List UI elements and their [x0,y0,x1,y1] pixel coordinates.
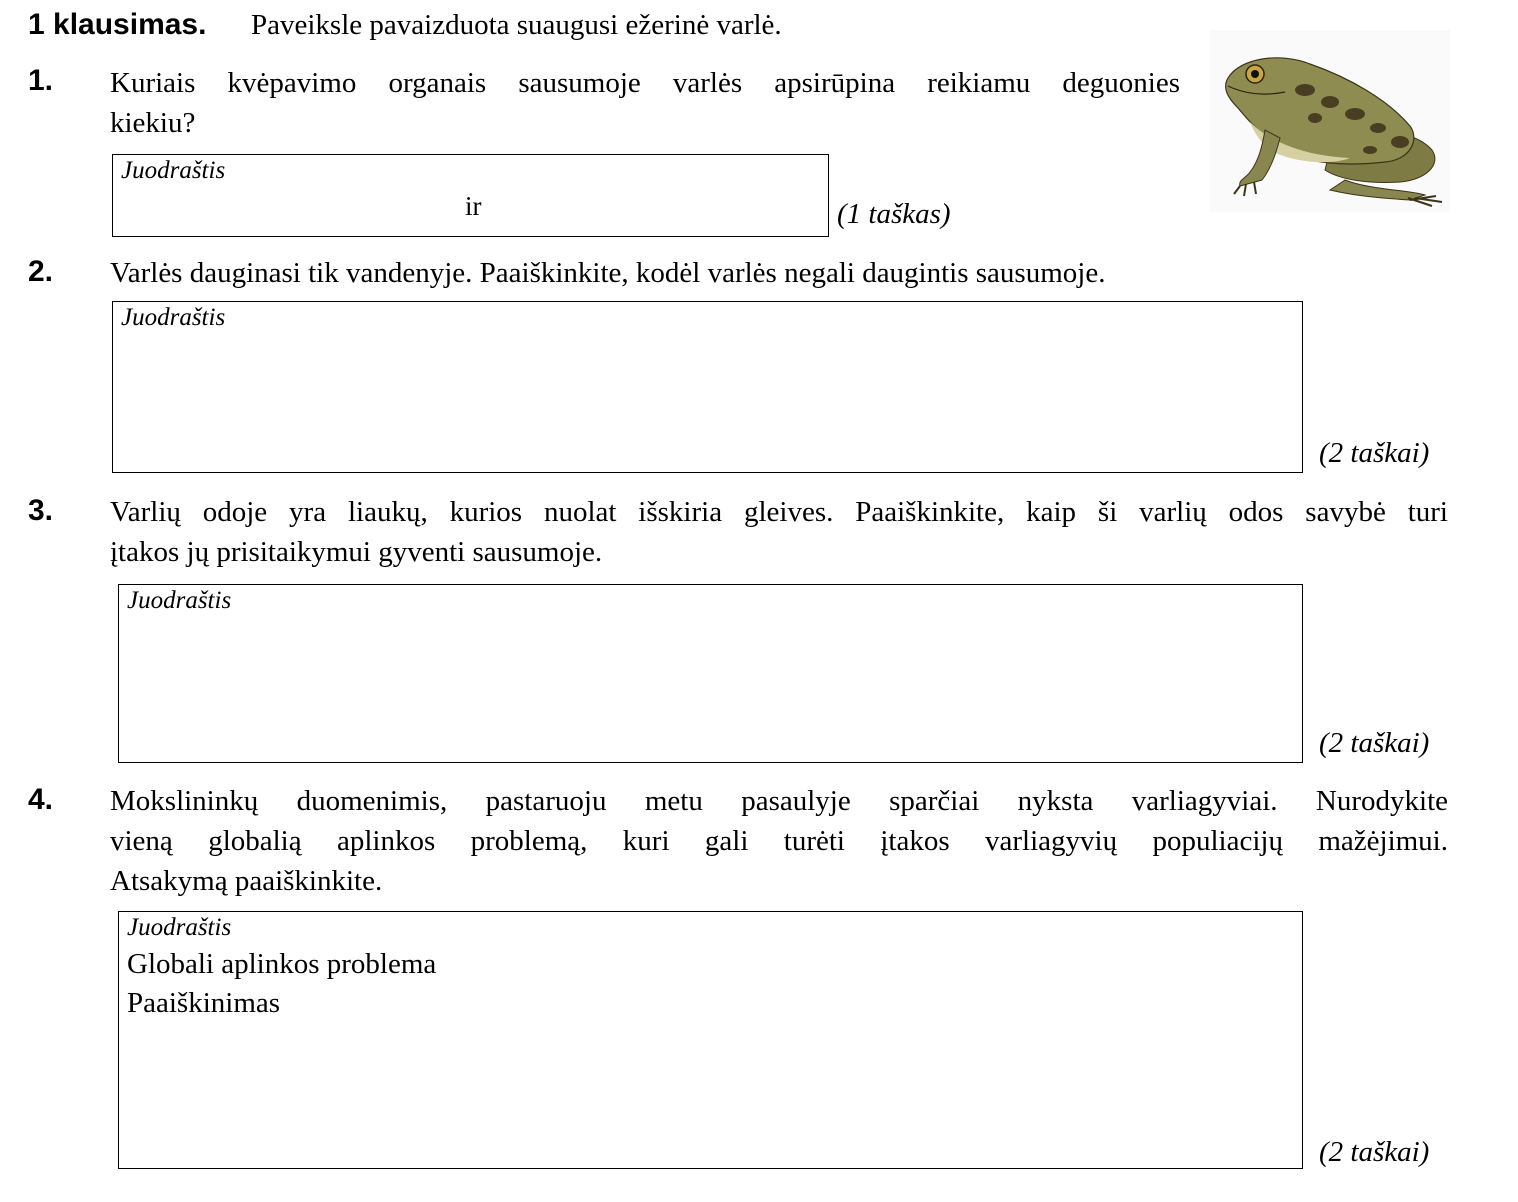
draft-label: Juodraštis [127,914,232,941]
points-label-1: (1 taškas) [837,198,951,230]
points-label-2: (2 taškai) [1319,437,1430,469]
question-3-line-1: Varlių odoje yra liaukų, kurios nuolat i… [110,496,1448,528]
question-number-4: 4. [28,783,54,816]
answer-box-1[interactable]: Juodraštis ir [112,154,829,237]
question-1-text: Kuriais kvėpavimo organais sausumoje var… [110,63,1180,143]
answer-box-3[interactable]: Juodraštis [118,584,1303,763]
field-label-explanation: Paaiškinimas [127,987,281,1019]
question-number-3: 3. [28,494,54,527]
draft-label: Juodraštis [127,587,232,614]
frog-image [1210,30,1450,212]
connector-text: ir [465,191,482,221]
question-intro: Paveiksle pavaizduota suaugusi ežerinė v… [251,9,782,41]
question-3-line-2: įtakos jų prisitaikymui gyventi sausumoj… [110,536,603,568]
question-4-line-2: vieną globalią aplinkos problemą, kuri g… [110,825,1448,857]
points-label-4: (2 taškai) [1319,1136,1430,1168]
question-title: 1 klausimas. [28,8,207,41]
question-number-2: 2. [28,255,54,288]
question-1-line-1: Kuriais kvėpavimo organais sausumoje var… [110,67,1180,99]
question-2-text: Varlės dauginasi tik vandenyje. Paaiškin… [110,257,1106,289]
question-4-line-3: Atsakymą paaiškinkite. [110,865,383,897]
question-number-1: 1. [28,64,54,97]
question-4-text: Mokslininkų duomenimis, pastaruoju metu … [110,781,1448,901]
question-1-line-2: kiekiu? [110,107,196,139]
question-4-line-1: Mokslininkų duomenimis, pastaruoju metu … [110,785,1448,817]
draft-label: Juodraštis [121,157,226,184]
field-label-problem: Globali aplinkos problema [127,948,437,980]
points-label-3: (2 taškai) [1319,727,1430,759]
question-3-text: Varlių odoje yra liaukų, kurios nuolat i… [110,492,1448,572]
frog-icon [1210,30,1450,212]
answer-box-4[interactable]: Juodraštis Globali aplinkos problema Paa… [118,911,1303,1169]
draft-label: Juodraštis [121,304,226,331]
answer-box-2[interactable]: Juodraštis [112,301,1303,473]
